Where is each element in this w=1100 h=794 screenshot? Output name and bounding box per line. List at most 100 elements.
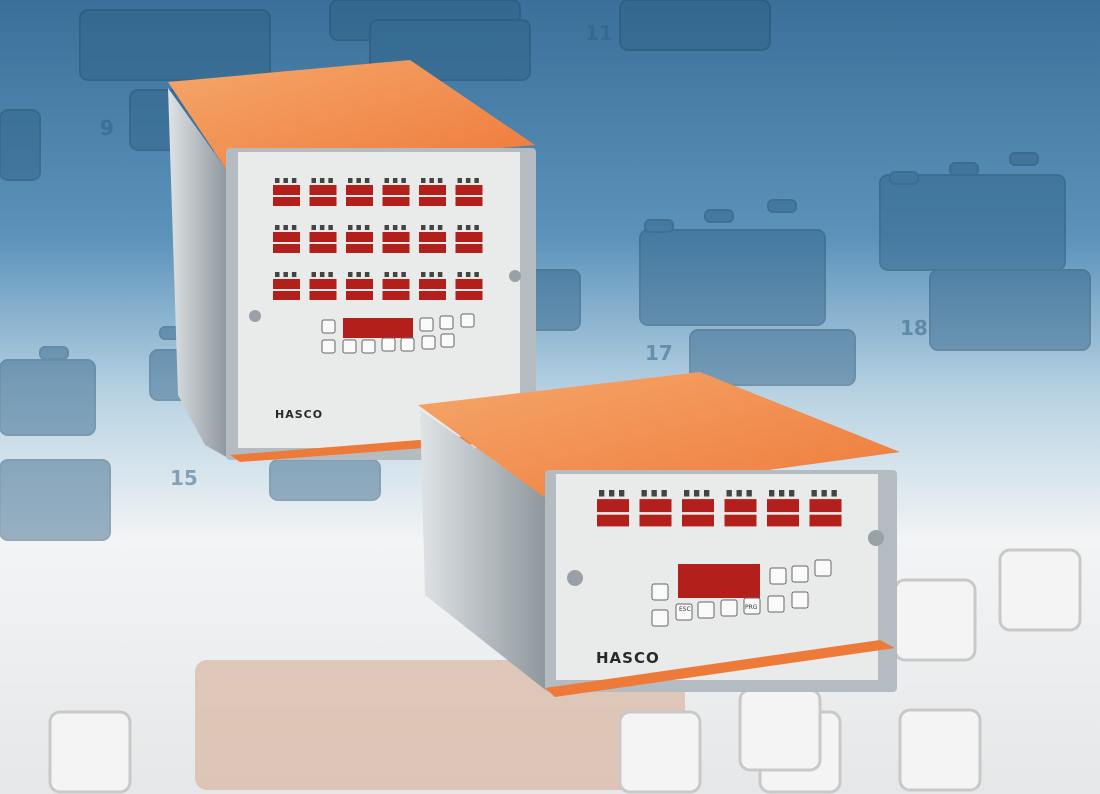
ghost-display [0, 359, 96, 436]
keypad-button [419, 317, 434, 332]
zone-status-icon [401, 225, 406, 230]
zone-status-icon [319, 272, 325, 277]
zone-status-icon [291, 225, 297, 230]
ghost-display [639, 229, 826, 326]
zone-status-icon [609, 490, 615, 497]
keypad-button [720, 599, 738, 617]
zone-status-icon [392, 272, 398, 277]
zone-status-icon [319, 225, 325, 230]
zone-status-icon [736, 490, 742, 497]
keypad-button [421, 335, 436, 350]
zone-display-actual [273, 185, 300, 195]
ghost-button-icon [998, 548, 1082, 632]
zone-status-icon [437, 225, 443, 230]
zone-status-icon [465, 225, 471, 230]
zone-status-icon [811, 490, 817, 497]
ghost-button-icon [738, 688, 822, 772]
ghost-display [529, 269, 581, 331]
zone-display-actual [419, 232, 446, 242]
ghost-display [619, 0, 771, 51]
zone-display-actual [455, 232, 483, 242]
keypad-button [743, 597, 761, 615]
zone-display-setpoint [309, 197, 337, 206]
zone-display-setpoint [419, 197, 446, 206]
zone-status-icon [356, 272, 361, 277]
zone-status-icon [694, 490, 700, 497]
zone-display-actual [382, 232, 410, 242]
zone-display-actual [273, 232, 300, 242]
zone-display-setpoint [639, 514, 672, 527]
zone-status-icon [356, 225, 361, 230]
ghost-button-icon [618, 710, 702, 794]
zone-status-icon [348, 272, 353, 277]
zone-status-icon [599, 490, 605, 497]
zone-status-icon [641, 490, 647, 497]
handle-knob [249, 310, 261, 322]
zone-display-setpoint [309, 244, 337, 253]
zone-status-icon [726, 490, 732, 497]
zone-status-icon [437, 178, 443, 183]
zone-display-setpoint [273, 197, 300, 206]
main-display [343, 318, 413, 338]
zone-status-icon [319, 178, 325, 183]
zone-display-setpoint [809, 514, 842, 527]
zone-status-icon [437, 272, 443, 277]
zone-status-icon [401, 178, 406, 183]
zone-status-icon [457, 272, 462, 277]
zone-display-actual [597, 499, 629, 513]
zone-display-actual [419, 185, 446, 195]
handle-knob [567, 570, 583, 586]
zone-display-actual [346, 232, 373, 242]
zone-display-setpoint [597, 514, 629, 527]
zone-status-icon [283, 225, 288, 230]
zone-display-setpoint [419, 244, 446, 253]
zone-display-actual [382, 185, 410, 195]
bg-number: 9 [100, 116, 114, 140]
zone-display-setpoint [455, 291, 483, 300]
zone-display-actual [382, 279, 410, 289]
keypad-button [342, 339, 357, 354]
zone-status-icon [275, 272, 280, 277]
zone-display-actual [309, 185, 337, 195]
keypad-button [697, 601, 715, 619]
zone-display-setpoint [382, 244, 410, 253]
housing-top [168, 60, 535, 172]
zone-display-actual [724, 499, 757, 513]
zone-display-actual [639, 499, 672, 513]
keypad-button [769, 567, 787, 585]
ghost-indicator [889, 171, 919, 185]
ghost-display [269, 459, 381, 501]
keypad-button [767, 595, 785, 613]
zone-status-icon [291, 272, 297, 277]
zone-status-icon [384, 178, 389, 183]
ghost-indicator [39, 346, 69, 360]
keypad-button [814, 559, 832, 577]
ghost-display [79, 9, 271, 81]
zone-status-icon [457, 178, 462, 183]
zone-status-icon [429, 178, 434, 183]
zone-status-icon [789, 490, 795, 497]
zone-status-icon [769, 490, 775, 497]
zone-status-icon [831, 490, 837, 497]
zone-status-icon [328, 225, 333, 230]
keypad-button [651, 583, 669, 601]
handle-knob [509, 270, 521, 282]
hasco-logo: HASCO [596, 649, 660, 667]
zone-status-icon [465, 178, 471, 183]
zone-status-icon [651, 490, 657, 497]
handle-knob [868, 530, 884, 546]
ghost-button-icon [898, 708, 982, 792]
zone-display-actual [455, 185, 483, 195]
ghost-indicator [949, 162, 979, 176]
zone-display-setpoint [682, 514, 714, 527]
zone-status-icon [275, 225, 280, 230]
ghost-indicator [767, 199, 797, 213]
housing-top [418, 372, 900, 500]
zone-status-icon [392, 225, 398, 230]
zone-status-icon [401, 272, 406, 277]
ghost-button-icon [893, 578, 977, 662]
zone-display-actual [309, 279, 337, 289]
zone-status-icon [384, 225, 389, 230]
zone-status-icon [474, 272, 479, 277]
